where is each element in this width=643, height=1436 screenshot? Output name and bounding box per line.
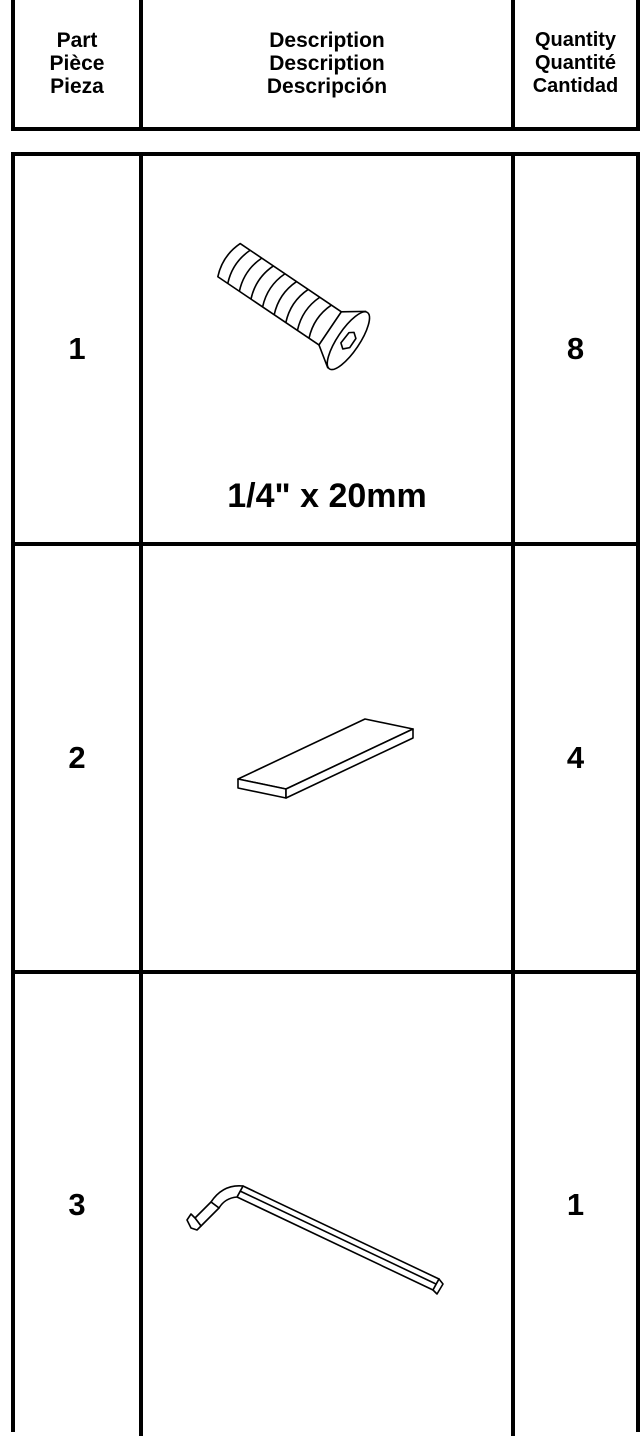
header-quantity: Quantity Quantité Cantidad [515,0,636,127]
table-header: Part Pièce Pieza Description Description… [11,0,640,131]
header-part-en: Part [56,29,98,52]
header-description-en: Description [269,29,385,52]
header-description-es: Descripción [266,75,388,98]
part-description: 1/4" x 20mm [143,156,515,542]
shim-plate-icon [237,718,414,799]
part-quantity: 4 [566,740,585,775]
header-quantity-es: Cantidad [532,75,619,97]
table-row: 3 1 [15,974,636,1436]
header-part-fr: Pièce [49,52,105,75]
header-part: Part Pièce Pieza [15,0,143,127]
part-description [143,974,515,1436]
screw-icon [217,242,371,371]
hex-key-icon [186,1185,444,1295]
header-description: Description Description Descripción [143,0,515,127]
part-quantity: 1 [566,1187,585,1222]
parts-table: 1 [11,152,640,1436]
header-quantity-fr: Quantité [534,52,617,74]
header-part-es: Pieza [50,75,104,98]
part-number: 2 [15,546,143,970]
header-description-fr: Description [269,52,385,75]
part-quantity: 8 [566,331,585,366]
table-row: 2 4 [15,546,636,974]
part-description [143,546,515,970]
table-row: 1 [15,156,636,546]
part-number: 1 [15,156,143,542]
part-size-label: 1/4" x 20mm [227,477,427,515]
part-number: 3 [15,974,143,1436]
header-quantity-en: Quantity [534,29,617,51]
